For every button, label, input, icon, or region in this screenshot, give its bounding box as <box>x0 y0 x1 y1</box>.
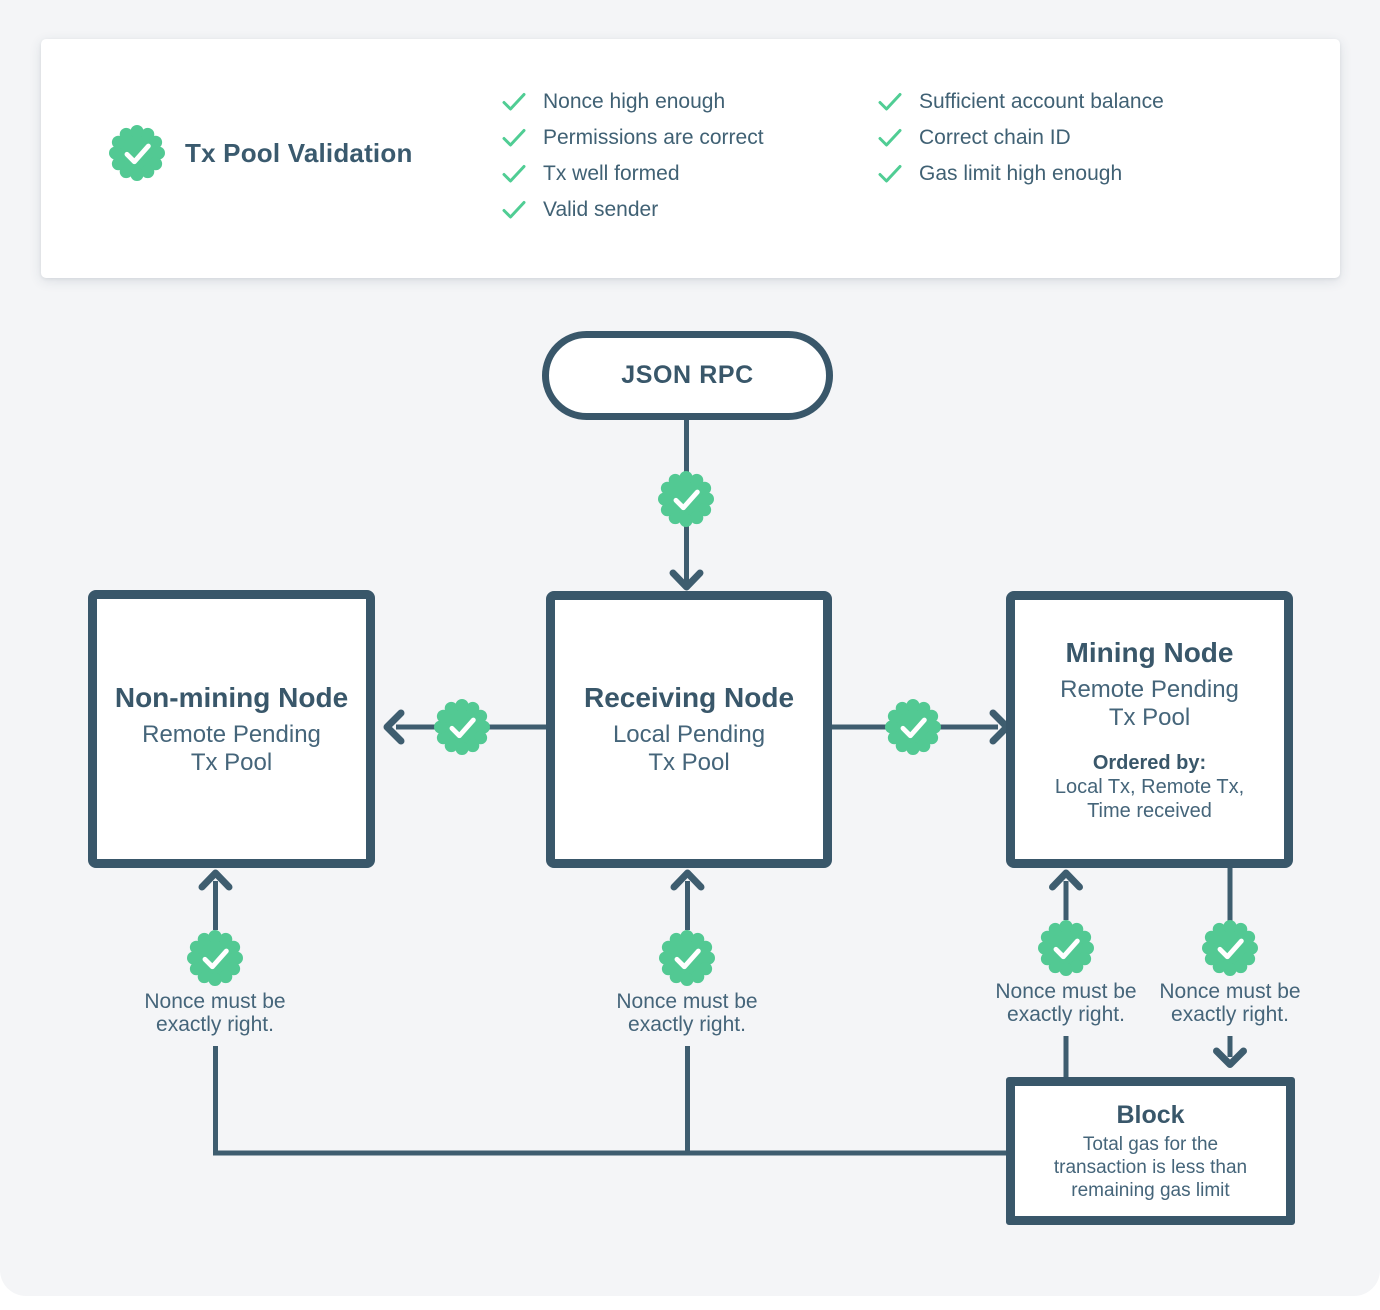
checklist-item-label: Tx well formed <box>543 162 680 185</box>
checkmark-icon <box>502 92 526 112</box>
checklist-item-label: Sufficient account balance <box>919 90 1164 113</box>
node-title: Non-mining Node <box>114 681 349 713</box>
validation-checklist-column-1: Nonce high enough Permissions are correc… <box>502 90 764 222</box>
checklist-item: Tx well formed <box>502 162 764 186</box>
node-subtitle: Total gas for the transaction is less th… <box>1053 1133 1248 1201</box>
ordered-by-text: Local Tx, Remote Tx, Time received <box>1054 775 1245 822</box>
check-seal-icon <box>1038 920 1094 976</box>
check-seal-icon <box>658 471 714 527</box>
node-subtitle: Remote Pending Tx Pool <box>142 720 321 776</box>
non-mining-node-box: Non-mining Node Remote Pending Tx Pool <box>88 590 375 868</box>
receiving-node-box: Receiving Node Local Pending Tx Pool <box>546 591 832 868</box>
node-subtitle: Remote Pending Tx Pool <box>1060 675 1239 731</box>
nonce-note: Nonce must be exactly right. <box>144 990 286 1036</box>
checklist-item-label: Nonce high enough <box>543 90 726 113</box>
check-seal-icon <box>885 699 941 755</box>
checklist-item: Nonce high enough <box>502 90 764 114</box>
node-title: Block <box>1116 1100 1185 1129</box>
checklist-item-label: Correct chain ID <box>919 126 1071 149</box>
checklist-item: Valid sender <box>502 198 764 222</box>
mining-node-box: Mining Node Remote Pending Tx Pool Order… <box>1006 591 1293 868</box>
checklist-item: Sufficient account balance <box>878 90 1164 114</box>
json-rpc-label: JSON RPC <box>621 361 754 389</box>
ordered-by-label: Ordered by: <box>1092 751 1207 774</box>
json-rpc-node: JSON RPC <box>542 331 833 420</box>
checkmark-icon <box>878 164 902 184</box>
check-seal-icon <box>659 930 715 986</box>
checkmark-icon <box>502 164 526 184</box>
check-seal-icon <box>187 930 243 986</box>
nonce-note: Nonce must be exactly right. <box>616 990 758 1036</box>
checklist-item: Gas limit high enough <box>878 162 1164 186</box>
tx-pool-validation-card: Tx Pool Validation Nonce high enough Per… <box>41 39 1340 278</box>
checklist-item-label: Gas limit high enough <box>919 162 1123 185</box>
card-title: Tx Pool Validation <box>185 138 413 168</box>
checkmark-icon <box>502 128 526 148</box>
checkmark-icon <box>878 92 902 112</box>
checklist-item-label: Valid sender <box>543 198 659 221</box>
checkmark-icon <box>502 200 526 220</box>
node-title: Receiving Node <box>583 682 795 713</box>
checkmark-icon <box>878 128 902 148</box>
nonce-note: Nonce must be exactly right. <box>1159 980 1301 1026</box>
validation-checklist-column-2: Sufficient account balance Correct chain… <box>878 90 1164 186</box>
checklist-item: Correct chain ID <box>878 126 1164 150</box>
node-subtitle: Local Pending Tx Pool <box>612 721 766 776</box>
node-title: Mining Node <box>1065 636 1234 668</box>
check-seal-icon <box>1202 920 1258 976</box>
check-seal-icon <box>434 699 490 755</box>
checklist-item-label: Permissions are correct <box>543 126 764 149</box>
nonce-note: Nonce must be exactly right. <box>995 980 1137 1026</box>
check-seal-icon <box>109 125 165 181</box>
block-node-box: Block Total gas for the transaction is l… <box>1006 1077 1295 1225</box>
checklist-item: Permissions are correct <box>502 126 764 150</box>
